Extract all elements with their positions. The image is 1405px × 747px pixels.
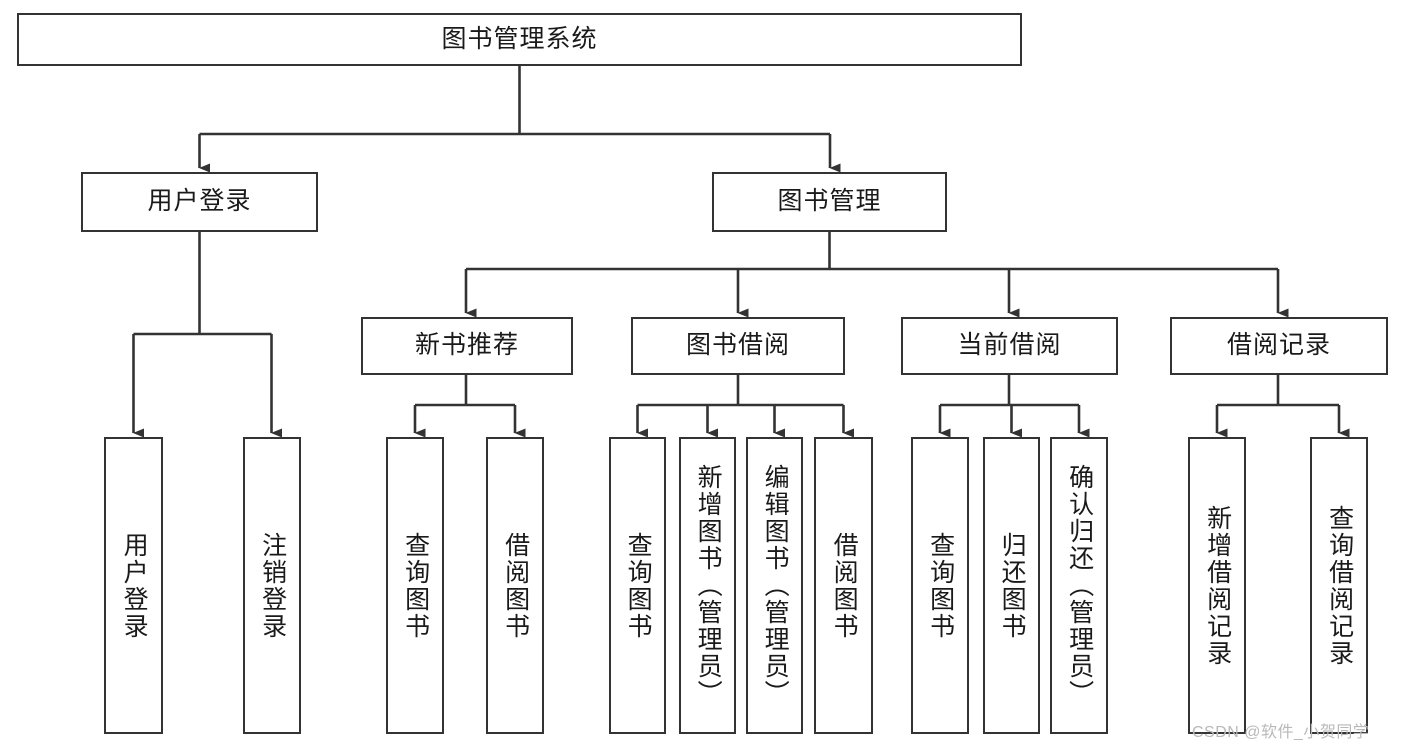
node-leaf-query-book-1[interactable]: 查询图书 [386, 437, 444, 734]
node-leaf-query-record-label: 查询借阅记录 [1325, 504, 1354, 667]
edge-newbook-to-leaves [413, 375, 526, 438]
node-book-manage[interactable]: 图书管理 [712, 172, 947, 232]
edge-bookborrow-to-leaves [636, 375, 854, 438]
node-leaf-borrow-book-1[interactable]: 借阅图书 [486, 437, 544, 734]
node-leaf-add-record[interactable]: 新增借阅记录 [1188, 437, 1246, 734]
edge-currentborrow-to-leaves [938, 375, 1090, 438]
node-leaf-logout-login[interactable]: 注销登录 [243, 437, 301, 734]
node-root-label: 图书管理系统 [441, 24, 598, 53]
node-leaf-query-book-3-label: 查询图书 [926, 531, 955, 640]
node-leaf-confirm-return-label: 确认归还（管理员） [1065, 464, 1094, 707]
node-user-login-label: 用户登录 [147, 187, 252, 216]
node-borrow-record-label: 借阅记录 [1226, 331, 1331, 360]
node-user-login[interactable]: 用户登录 [81, 172, 318, 232]
node-book-manage-label: 图书管理 [777, 187, 882, 216]
csdn-watermark: CSDN @软件_小贺同学 [1192, 724, 1370, 741]
node-leaf-query-record[interactable]: 查询借阅记录 [1310, 437, 1368, 734]
node-leaf-query-book-3[interactable]: 查询图书 [911, 437, 969, 734]
node-leaf-add-record-label: 新增借阅记录 [1203, 504, 1232, 667]
node-new-book-recommend-label: 新书推荐 [414, 331, 519, 360]
node-leaf-add-book[interactable]: 新增图书（管理员） [679, 437, 736, 734]
node-leaf-return-book[interactable]: 归还图书 [983, 437, 1040, 734]
node-borrow-record[interactable]: 借阅记录 [1170, 317, 1388, 375]
node-leaf-confirm-return[interactable]: 确认归还（管理员） [1050, 437, 1108, 734]
node-current-borrow-label: 当前借阅 [957, 331, 1062, 360]
node-leaf-edit-book[interactable]: 编辑图书（管理员） [746, 437, 803, 734]
node-leaf-borrow-book-2-label: 借阅图书 [830, 531, 859, 640]
node-new-book-recommend[interactable]: 新书推荐 [361, 317, 573, 375]
node-leaf-add-book-label: 新增图书（管理员） [694, 464, 723, 707]
node-leaf-edit-book-label: 编辑图书（管理员） [761, 464, 790, 707]
edge-bookmanage-to-level3 [464, 232, 1289, 318]
node-leaf-query-book-2-label: 查询图书 [624, 531, 653, 640]
edge-borrowrecord-to-leaves [1215, 375, 1350, 438]
node-leaf-query-book-1-label: 查询图书 [401, 531, 430, 640]
node-book-borrow[interactable]: 图书借阅 [631, 317, 845, 375]
node-leaf-borrow-book-2[interactable]: 借阅图书 [814, 437, 873, 734]
node-leaf-logout-login-label: 注销登录 [258, 531, 287, 640]
node-current-borrow[interactable]: 当前借阅 [901, 317, 1118, 375]
node-leaf-borrow-book-1-label: 借阅图书 [501, 531, 530, 640]
edge-root-to-level2 [198, 66, 841, 173]
node-leaf-user-login[interactable]: 用户登录 [104, 437, 163, 734]
node-leaf-user-login-label: 用户登录 [120, 531, 149, 640]
node-leaf-return-book-label: 归还图书 [998, 531, 1027, 640]
node-root[interactable]: 图书管理系统 [17, 13, 1022, 66]
node-leaf-query-book-2[interactable]: 查询图书 [609, 437, 666, 734]
node-book-borrow-label: 图书借阅 [685, 331, 790, 360]
edge-userlogin-to-leaves [132, 232, 282, 438]
